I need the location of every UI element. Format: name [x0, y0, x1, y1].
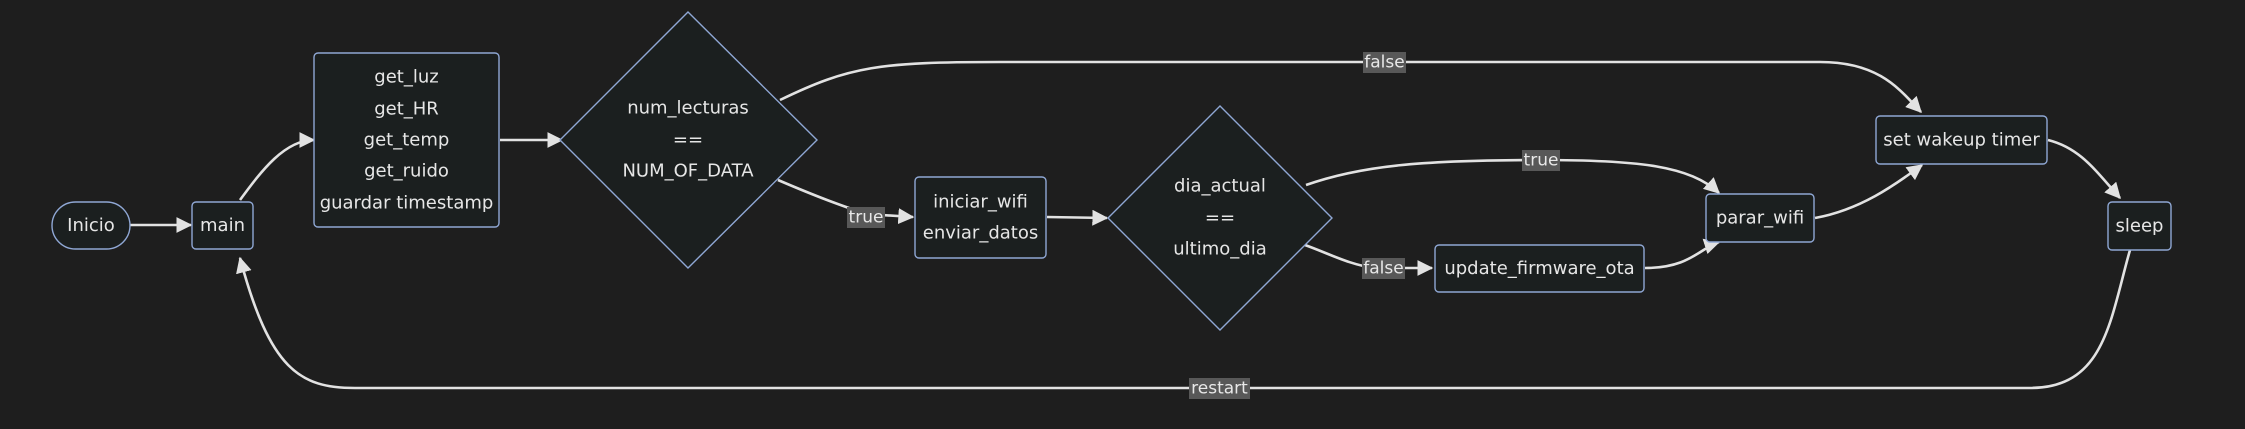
edge-lecturas-true: [777, 178, 915, 225]
edge-wakeup-sleep: [2047, 138, 2121, 199]
svg-text:parar_wifi: parar_wifi: [1716, 208, 1804, 229]
edge-main-sensors: [238, 132, 316, 201]
edge-parar-wakeup: [1814, 163, 1924, 220]
svg-text:set wakeup timer: set wakeup timer: [1883, 130, 2040, 151]
edge-label-lecturas-true: true: [847, 207, 885, 228]
svg-text:false: false: [1363, 259, 1403, 279]
svg-text:get_luz: get_luz: [374, 67, 438, 88]
edge-ota-parar: [1644, 238, 1721, 270]
edge-label-dia-true: true: [1522, 150, 1560, 171]
svg-text:get_HR: get_HR: [374, 99, 439, 120]
svg-text:num_lecturas: num_lecturas: [627, 98, 749, 119]
svg-text:false: false: [1364, 53, 1404, 73]
edge-label-dia-false: false: [1362, 258, 1405, 279]
svg-text:true: true: [849, 208, 884, 228]
node-sleep[interactable]: sleep: [2107, 201, 2172, 251]
svg-text:update_firmware_ota: update_firmware_ota: [1444, 258, 1634, 279]
node-inicio[interactable]: Inicio: [51, 201, 131, 250]
node-parar-wifi[interactable]: parar_wifi: [1705, 193, 1815, 243]
node-sensors[interactable]: get_luz get_HR get_temp get_ruido guarda…: [313, 52, 500, 228]
svg-text:true: true: [1524, 151, 1559, 171]
node-wakeup-timer[interactable]: set wakeup timer: [1875, 115, 2048, 165]
node-wifi-send[interactable]: iniciar_wifi enviar_datos: [914, 176, 1047, 259]
edge-dia-true: [1305, 158, 1720, 194]
svg-text:iniciar_wifi: iniciar_wifi: [933, 192, 1028, 213]
edge-label-restart: restart: [1189, 378, 1250, 399]
node-check-dia[interactable]: dia_actual == ultimo_dia: [1107, 105, 1333, 331]
svg-text:sleep: sleep: [2116, 216, 2164, 237]
edge-label-lecturas-false: false: [1363, 52, 1406, 73]
svg-text:dia_actual: dia_actual: [1174, 176, 1266, 197]
node-check-lecturas[interactable]: num_lecturas == NUM_OF_DATA: [559, 11, 818, 269]
svg-text:==: ==: [673, 130, 703, 151]
edge-lecturas-false: [779, 60, 1922, 113]
node-update-ota[interactable]: update_firmware_ota: [1434, 244, 1645, 293]
svg-text:get_temp: get_temp: [364, 130, 450, 151]
svg-text:Inicio: Inicio: [67, 215, 115, 236]
svg-text:NUM_OF_DATA: NUM_OF_DATA: [622, 161, 754, 182]
node-main[interactable]: main: [191, 201, 254, 250]
svg-text:main: main: [200, 215, 245, 236]
svg-text:guardar timestamp: guardar timestamp: [320, 193, 494, 214]
svg-text:enviar_datos: enviar_datos: [923, 223, 1038, 244]
svg-text:ultimo_dia: ultimo_dia: [1173, 239, 1266, 260]
edge-wifi-dia: [1046, 209, 1109, 226]
svg-text:get_ruido: get_ruido: [364, 161, 449, 182]
edge-labels: false true true false restart: [847, 52, 1560, 399]
svg-text:restart: restart: [1191, 379, 1248, 399]
svg-text:==: ==: [1205, 208, 1235, 229]
